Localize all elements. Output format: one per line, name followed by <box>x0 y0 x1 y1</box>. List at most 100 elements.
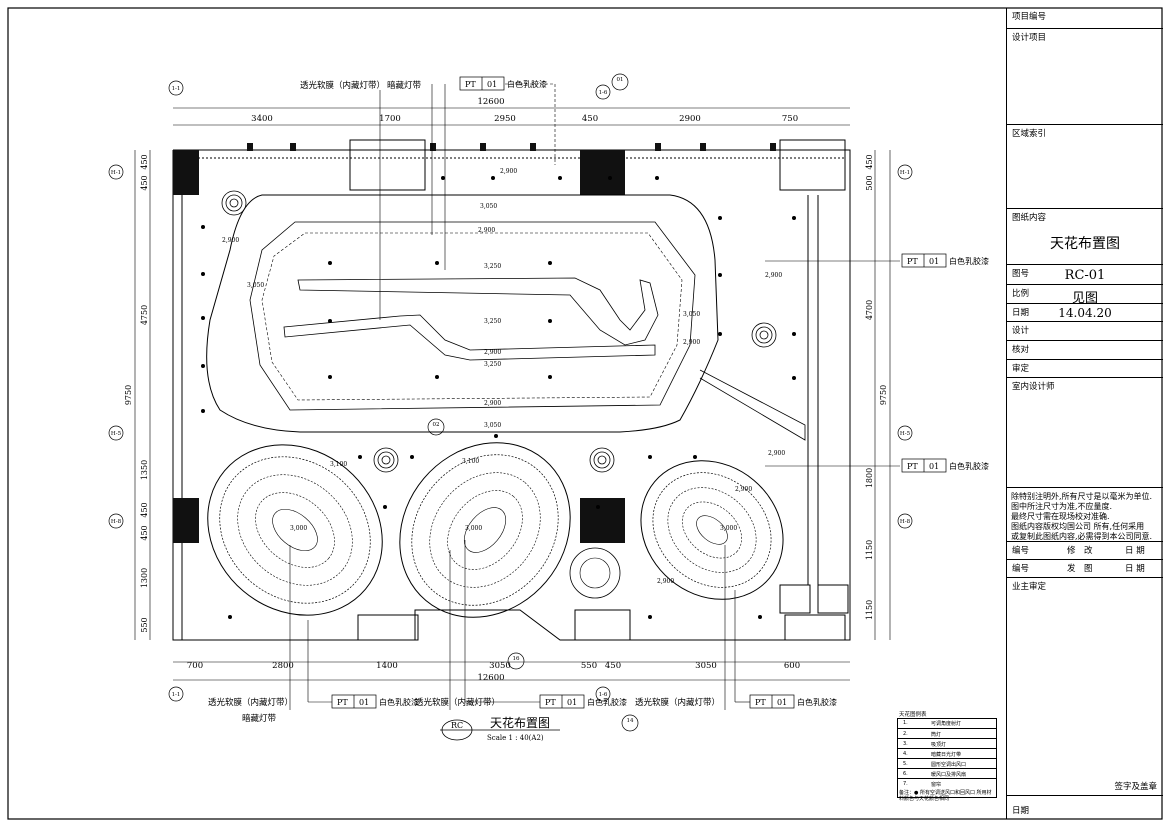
owner-label: 业主审定 <box>1012 582 1047 592</box>
pt-desc: 白色乳胶漆 <box>797 697 837 707</box>
revision-row: 编号 修 改 日 期 <box>1007 541 1163 560</box>
height-label: 2,900 <box>765 272 782 279</box>
sign-label: 签字及盖章 <box>1114 782 1157 792</box>
bottom-dim: 3050 <box>695 661 717 671</box>
section-mark-label: 01 <box>617 77 624 83</box>
downlights <box>201 176 796 619</box>
callout-hidden-light: 暗藏灯带 <box>242 713 277 724</box>
section-mark-label: 02 <box>433 422 440 428</box>
height-label: 3,050 <box>247 282 264 289</box>
height-label: 3,000 <box>290 525 307 532</box>
bottom-dim: 450 <box>605 661 621 671</box>
height-label: 2,900 <box>768 450 785 457</box>
designer-row: 室内设计师 <box>1007 377 1163 488</box>
bottom-dim: 2800 <box>272 661 294 671</box>
legend-title: 天花图例表 <box>899 712 927 718</box>
height-label: 3,250 <box>484 361 501 368</box>
height-label: 2,900 <box>500 168 517 175</box>
grid-marker-label: H-5 <box>900 431 911 437</box>
legend-desc: 窗帘 <box>931 781 942 788</box>
plan-outline <box>172 139 851 641</box>
issue-row: 编号 发 图 日 期 <box>1007 559 1163 578</box>
pt-desc: 白色乳胶漆 <box>379 697 419 707</box>
pt-num: 01 <box>929 462 939 471</box>
legend-row: 2. 筒灯 <box>897 728 997 738</box>
dimension-text: 12600 3400 1700 2950 450 2900 750 700 28… <box>187 97 800 683</box>
pt-desc: 白色乳胶漆 <box>949 256 989 266</box>
top-dim: 2950 <box>494 114 516 124</box>
callout-hidden-light: 暗藏灯带 <box>387 80 422 91</box>
right-wall-strip <box>699 369 806 441</box>
height-label: 3,250 <box>484 263 501 270</box>
legend-row: 3. 吸顶灯 <box>897 738 997 748</box>
pt-code: PT <box>907 257 918 266</box>
right-dim: 1800 <box>865 468 874 488</box>
columns <box>173 143 776 543</box>
design-row: 设计 <box>1007 321 1163 341</box>
check-row: 核对 <box>1007 340 1163 360</box>
callout-translucent-film: 透光软膜（内藏灯带） <box>415 697 500 708</box>
left-dim: 1350 <box>140 460 149 480</box>
footer-date-label: 日期 <box>1012 806 1030 816</box>
review-row: 审定 <box>1007 359 1163 378</box>
scale-label: 比例 <box>1012 289 1030 299</box>
scale-value: 见图 <box>1071 291 1098 306</box>
callout-translucent-film: 透光软膜（内藏灯带） <box>300 80 385 91</box>
note-line: 最终尺寸需在现场校对准确. <box>1011 512 1110 521</box>
right-dim: 4700 <box>865 300 874 320</box>
height-label: 3,050 <box>683 311 700 318</box>
project-no-label: 项目编号 <box>1012 12 1047 22</box>
drawing-scale: Scale 1 : 40(A2) <box>487 734 544 742</box>
sheet-border <box>7 7 1163 820</box>
left-dim: 4750 <box>140 305 149 325</box>
left-dim: 450 <box>140 502 149 517</box>
check-label: 核对 <box>1012 345 1030 355</box>
grid-marker-label: 1-1 <box>172 86 181 92</box>
left-dim: 1300 <box>140 568 149 588</box>
left-dim: 450 <box>140 175 149 190</box>
grid-marker-label: 1-6 <box>599 90 608 96</box>
grid-markers <box>108 73 913 732</box>
pt-num: 01 <box>567 698 577 707</box>
notes-row: 除特别注明外,所有尺寸是以毫米为单位. 图中所注尺寸为准,不应量度. 最终尺寸需… <box>1007 487 1163 542</box>
content-row: 图纸内容 天花布置图 <box>1007 208 1163 265</box>
grid-marker-label: H-1 <box>900 170 910 176</box>
legend-table: 天花图例表 1. 可调角度射灯 2. 筒灯 3. 吸顶灯 4. 暗藏日光灯带 5… <box>897 708 997 808</box>
legend-no: 3. <box>903 740 908 747</box>
left-dimension-text: 450 450 4750 9750 1350 450 450 1300 550 <box>124 154 149 632</box>
left-dim: 550 <box>140 617 149 632</box>
footer-date-row: 日期 <box>1007 795 1163 820</box>
height-label: 3,250 <box>484 318 501 325</box>
rev-mid-label: 修 改 <box>1067 546 1093 556</box>
height-label: 2,900 <box>478 227 495 234</box>
pt-code: PT <box>755 698 766 707</box>
dimension-lines <box>134 107 891 681</box>
review-label: 审定 <box>1012 364 1030 374</box>
section-mark-label: 16 <box>513 656 520 662</box>
left-dim: 450 <box>140 525 149 540</box>
legend-no: 4. <box>903 750 908 757</box>
note-line: 图纸内容版权均国公司 所有,任何采用 <box>1011 522 1145 531</box>
issue-date-label: 日 期 <box>1125 564 1145 574</box>
note-line: 图中所注尺寸为准,不应量度. <box>1011 502 1113 511</box>
designer-label: 室内设计师 <box>1012 382 1055 392</box>
legend-row: 4. 暗藏日光灯带 <box>897 748 997 758</box>
section-mark-label: 14 <box>627 718 634 724</box>
right-dimension-text: 450 500 4700 9750 1800 1150 1150 <box>865 154 888 620</box>
legend-no: 5. <box>903 760 908 767</box>
grid-marker-labels: H-1 H-5 H-8 H-1 H-5 H-8 1-1 1-6 1-1 1-6 … <box>111 77 911 724</box>
legend-no: 6. <box>903 770 908 777</box>
pt-labels: PT 01 白色乳胶漆 PT 01 白色乳胶漆 PT 01 白色乳胶漆 PT 0… <box>337 79 989 707</box>
area-index-label: 区域索引 <box>1012 129 1047 139</box>
legend-no: 1. <box>903 719 908 726</box>
design-label: 设计 <box>1012 326 1030 336</box>
right-total: 9750 <box>879 385 888 405</box>
height-label: 2,900 <box>657 578 674 585</box>
title-block: 项目编号 设计项目 区域索引 图纸内容 天花布置图 图号 RC-01 比例 见图… <box>1006 8 1163 819</box>
rev-date-label: 日 期 <box>1125 546 1145 556</box>
callout-translucent-film: 透光软膜（内藏灯带） <box>208 697 293 708</box>
height-label: 2,900 <box>683 339 700 346</box>
height-marks: 2,900 3,050 2,900 2,900 3,250 2,900 3,05… <box>222 168 785 585</box>
pt-desc: 白色乳胶漆 <box>587 697 627 707</box>
